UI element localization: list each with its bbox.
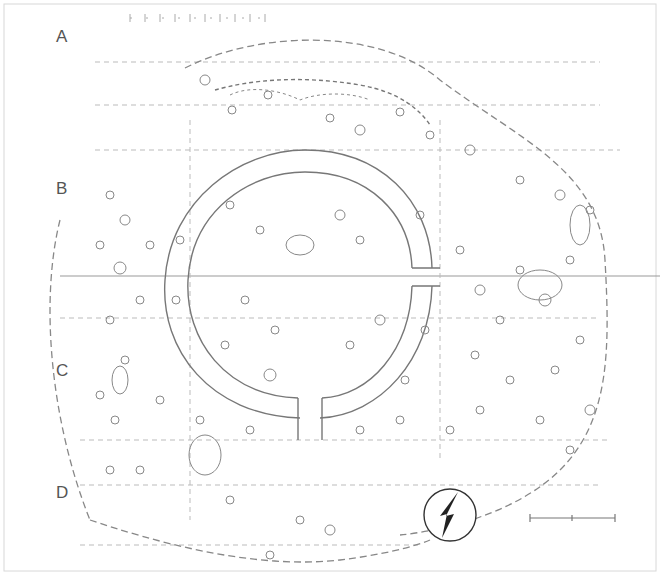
pits (112, 90, 590, 475)
north-arrow (424, 489, 476, 541)
ring-ditch (165, 80, 440, 440)
scale-bar (530, 514, 615, 522)
ruler-ticks (130, 14, 270, 22)
postholes (96, 75, 595, 559)
site-boundary (50, 40, 607, 562)
grid-row-label: C (56, 362, 68, 379)
frame (4, 4, 656, 571)
grid-row-label: B (56, 180, 67, 197)
grid-row-label: D (56, 484, 68, 501)
grid-row-label: A (56, 28, 67, 45)
grid-lines (60, 62, 660, 545)
